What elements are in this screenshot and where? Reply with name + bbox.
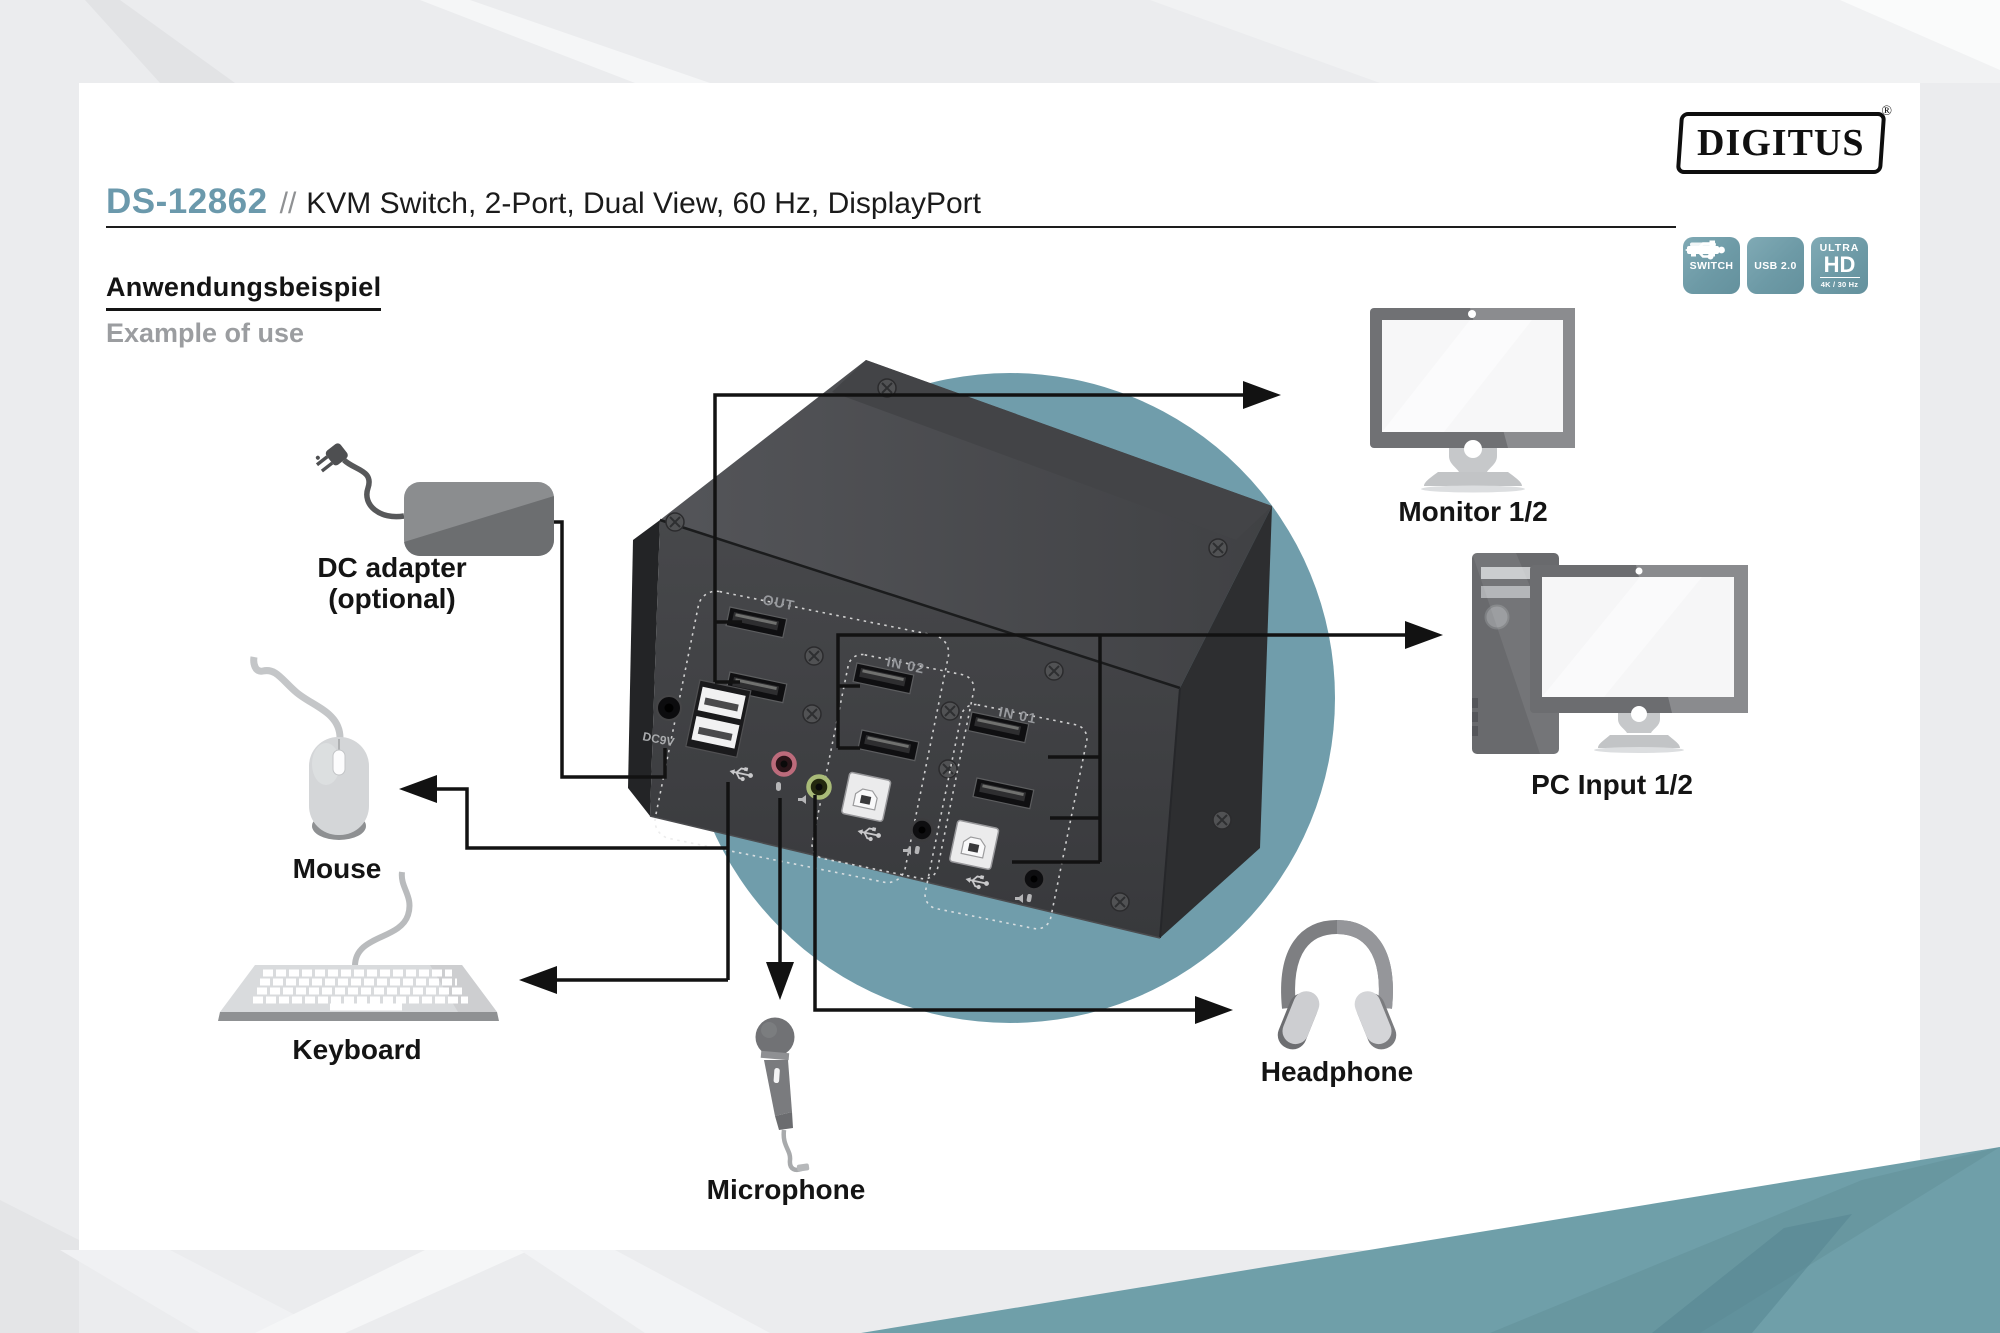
headphone-icon (1277, 919, 1397, 1050)
pc-arrowhead (1405, 621, 1443, 649)
switch-badge: SWITCH (1683, 237, 1740, 294)
feature-badges: SWITCH USB 2.0 ULTRA HD 4K / 30 Hz (1683, 237, 1868, 294)
speaker-jack (806, 774, 832, 800)
keyboard-icon (218, 871, 499, 1021)
usb-a-ports (685, 679, 752, 759)
section-heading-de: Anwendungsbeispiel (106, 272, 382, 311)
dc-adapter-icon (315, 443, 554, 556)
dc-adapter-label-line1: DC adapter (317, 552, 467, 583)
headphone-line (813, 795, 1195, 1012)
screw-icon (1212, 810, 1232, 830)
pc-input-icon (1472, 553, 1748, 754)
uhd-line3: 4K / 30 Hz (1820, 279, 1859, 289)
dc-adapter-label: DC adapter (optional) (317, 552, 466, 614)
audio-glyphs (776, 782, 1032, 903)
headphone-arrowhead (1195, 996, 1233, 1024)
uhd-divider (1819, 276, 1860, 278)
screw-icon (804, 646, 824, 666)
in01-ticks (1012, 635, 1102, 864)
logo-text: DIGITUS (1697, 122, 1865, 164)
screw-icon (1044, 661, 1064, 681)
usb-b-in02 (840, 771, 892, 823)
mouse-arrowhead (399, 775, 437, 803)
page-title: KVM Switch, 2-Port, Dual View, 60 Hz, Di… (306, 187, 981, 220)
registered-mark: ® (1881, 104, 1892, 119)
page-header: DS-12862 // KVM Switch, 2-Port, Dual View,… (106, 182, 981, 222)
ultra-hd-badge: ULTRA HD 4K / 30 Hz (1811, 237, 1868, 294)
screw-icon (802, 704, 822, 724)
in02-ticks (838, 684, 860, 750)
screw-icon (1110, 892, 1130, 912)
mouse-icon (250, 656, 369, 840)
header-separator: // (279, 187, 297, 220)
switch-badge-label: SWITCH (1689, 260, 1734, 272)
keyboard-arrowhead (519, 966, 557, 994)
teal-wedge (861, 1147, 2000, 1333)
screw-icon (665, 512, 685, 532)
logo-box: DIGITUS (1675, 112, 1887, 174)
brand-logo: DIGITUS ® (1675, 104, 1892, 176)
monitor-arrowhead (1243, 381, 1281, 409)
monitor-label: Monitor 1/2 (1398, 496, 1548, 527)
uhd-line2: HD (1823, 251, 1856, 277)
uhd-line1: ULTRA (1819, 241, 1860, 254)
monitor-line (713, 393, 1243, 682)
audio-jack-in02 (910, 818, 934, 842)
dc-power-jack (656, 695, 682, 721)
microphone-icon (755, 1017, 810, 1173)
product-code: DS-12862 (106, 182, 268, 221)
usb-badge-label: USB 2.0 (1754, 260, 1797, 272)
out-port-ticks (715, 620, 742, 684)
kvm-switch-device: OUT IN 02 IN 01 DC9V (628, 360, 1272, 939)
in01-port-outline (924, 703, 1088, 930)
pc-line (836, 633, 1405, 748)
audio-jack-in01 (1022, 867, 1046, 891)
section-heading-en: Example of use (106, 318, 305, 348)
mouse-line (437, 787, 728, 850)
screw-icon (940, 701, 960, 721)
microphone-arrowhead (766, 962, 794, 1000)
usb-b-in01 (948, 819, 1000, 871)
connection-lines (437, 393, 1405, 1012)
headphone-label: Headphone (1260, 1056, 1414, 1087)
microphone-label: Microphone (706, 1174, 866, 1205)
pc-input-label: PC Input 1/2 (1531, 769, 1693, 800)
monitor-icon (1370, 308, 1575, 493)
usb-badge: USB 2.0 (1685, 237, 1804, 294)
screw-icon (938, 759, 958, 779)
in02-port-outline (811, 653, 975, 880)
dc-port-label: DC9V (641, 729, 675, 749)
header-rule (106, 226, 1676, 228)
screw-icon (1208, 538, 1228, 558)
dc-adapter-label-line2: (optional) (328, 583, 456, 614)
dc-line (545, 520, 667, 779)
out-port-label: OUT (761, 591, 796, 613)
microphone-jack (771, 751, 797, 777)
keyboard-label: Keyboard (292, 1034, 422, 1065)
mouse-label: Mouse (292, 853, 382, 884)
